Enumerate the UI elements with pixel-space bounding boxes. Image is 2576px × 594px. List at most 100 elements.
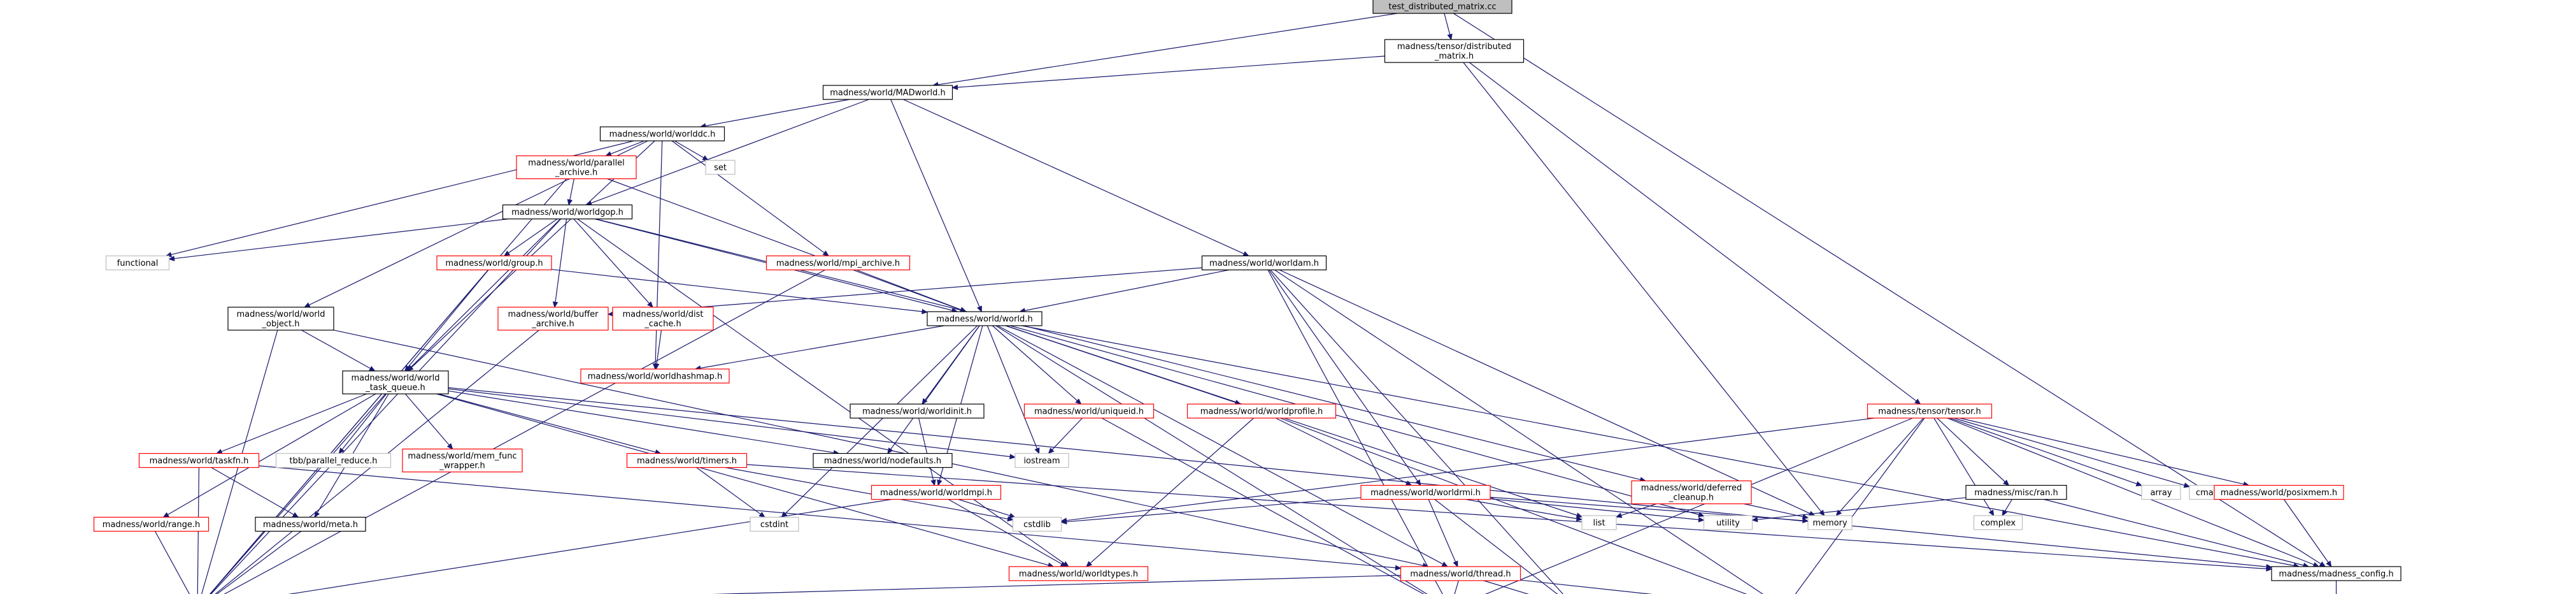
node-box	[871, 484, 1002, 500]
node-wmpi[interactable]: madness/world/worldmpi.h	[871, 484, 1002, 500]
node-mpia[interactable]: madness/world/mpi_archive.h	[765, 255, 911, 271]
node-winit[interactable]: madness/world/worldinit.h	[850, 403, 985, 419]
edge-root-to-tdm	[1444, 13, 1453, 41]
node-label: list	[1593, 519, 1605, 528]
edge-line	[1947, 417, 2314, 565]
node-mcfg[interactable]: madness/madness_config.h	[2271, 566, 2402, 581]
edge-wtq-to-typetr	[210, 393, 386, 594]
node-world[interactable]: madness/world/world.h	[927, 311, 1042, 326]
edge-line	[197, 467, 199, 594]
node-label: madness/world/parallel	[528, 159, 625, 168]
arrow-head	[1009, 512, 1016, 518]
node-label: madness/world/taskfn.h	[150, 456, 249, 466]
edge-line	[569, 178, 574, 200]
edge-line	[1490, 496, 1804, 521]
node-label: complex	[1981, 519, 2016, 528]
edge-line	[705, 99, 850, 127]
node-set[interactable]: set	[705, 159, 736, 175]
edge-wdc-to-par	[605, 140, 644, 157]
node-wprof[interactable]: madness/world/worldprofile.h	[1186, 403, 1337, 419]
edge-line	[856, 269, 962, 310]
node-complex[interactable]: complex	[1973, 515, 2023, 530]
node-nodef[interactable]: madness/world/nodefaults.h	[813, 453, 953, 468]
node-thread[interactable]: madness/world/thread.h	[1400, 566, 1521, 581]
node-memory[interactable]: memory	[1807, 515, 1853, 530]
node-memf[interactable]: madness/world/mem_func_wrapper.h	[402, 448, 523, 473]
node-uid[interactable]: madness/world/uniqueid.h	[1023, 403, 1155, 419]
node-ran[interactable]: madness/misc/ran.h	[1965, 484, 2067, 500]
node-label: madness/world/worldam.h	[1209, 259, 1319, 268]
node-wtypes[interactable]: madness/world/worldtypes.h	[1008, 566, 1149, 581]
node-label: madness/world/timers.h	[637, 456, 737, 466]
node-posix[interactable]: madness/world/posixmem.h	[2214, 484, 2344, 500]
node-box	[1581, 515, 1617, 530]
node-box	[2141, 484, 2181, 500]
arrow-head	[930, 479, 936, 486]
node-defer[interactable]: madness/world/deferred_cleanup.h	[1631, 480, 1752, 505]
node-buf[interactable]: madness/world/buffer_archive.h	[497, 307, 609, 331]
node-timers[interactable]: madness/world/timers.h	[626, 453, 748, 468]
arrow-head	[369, 366, 376, 372]
edge-line	[948, 498, 1062, 565]
arrow-head	[1802, 514, 1809, 519]
edge-line	[436, 393, 1049, 566]
node-root[interactable]: test_distributed_matrix.cc	[1372, 0, 1512, 14]
node-label: madness/world/MADworld.h	[830, 89, 946, 98]
node-wgop[interactable]: madness/world/worldgop.h	[502, 204, 633, 220]
arrow-head	[1060, 519, 1067, 525]
node-list[interactable]: list	[1581, 515, 1617, 530]
node-wrmi[interactable]: madness/world/worldrmi.h	[1360, 484, 1491, 500]
arrow-head	[314, 511, 320, 518]
edge-line	[918, 417, 934, 481]
node-wam[interactable]: madness/world/worldam.h	[1201, 255, 1327, 271]
arrow-head	[1453, 560, 1458, 568]
node-box	[1400, 566, 1521, 581]
node-taskfn[interactable]: madness/world/taskfn.h	[138, 453, 260, 468]
edge-line	[2004, 499, 2012, 512]
node-iostream[interactable]: iostream	[1014, 453, 1069, 468]
edge-line	[410, 219, 561, 368]
node-whm[interactable]: madness/world/worldhashmap.h	[580, 368, 730, 384]
edge-tdm-to-tensor	[1469, 62, 1921, 405]
node-range[interactable]: madness/world/range.h	[93, 516, 210, 532]
edge-line	[903, 99, 1244, 254]
arrow-head	[1395, 565, 1402, 571]
node-tbb[interactable]: tbb/parallel_reduce.h	[275, 453, 392, 468]
node-mw[interactable]: madness/world/MADworld.h	[822, 85, 953, 100]
edge-line	[333, 330, 1423, 566]
node-dist[interactable]: madness/world/dist_cache.h	[612, 307, 714, 331]
node-box	[822, 85, 953, 100]
node-tdm[interactable]: madness/tensor/distributed_matrix.h	[1384, 39, 1525, 63]
node-wdc[interactable]: madness/world/worlddc.h	[599, 126, 725, 141]
node-box	[105, 255, 170, 271]
node-wobj[interactable]: madness/world/world_object.h	[227, 307, 334, 331]
node-par[interactable]: madness/world/parallel_archive.h	[516, 155, 637, 180]
edge-line	[712, 575, 1401, 594]
node-meta[interactable]: madness/world/meta.h	[255, 516, 366, 532]
node-cstdlib[interactable]: cstdlib	[1012, 516, 1062, 532]
node-label: madness/tensor/distributed	[1397, 42, 1511, 52]
node-array[interactable]: array	[2141, 484, 2181, 500]
node-wtq[interactable]: madness/world/world_task_queue.h	[342, 370, 449, 395]
arrow-head	[2312, 561, 2320, 567]
node-tensor[interactable]: madness/tensor/tensor.h	[1867, 403, 1993, 419]
edge-line	[1006, 325, 1577, 516]
node-utility[interactable]: utility	[1703, 515, 1753, 530]
node-label: madness/world/group.h	[445, 259, 543, 268]
edge-wdc-to-mpia	[671, 140, 830, 257]
node-box	[1201, 255, 1327, 271]
edge-line	[958, 498, 1011, 516]
node-label: madness/world/uniqueid.h	[1034, 407, 1144, 417]
edge-meta-to-typetr	[216, 531, 302, 594]
node-box	[402, 448, 523, 473]
node-cstdint[interactable]: cstdint	[750, 516, 799, 532]
edge-mw-to-wgop	[585, 99, 869, 206]
edge-tensor-to-vector	[1795, 417, 1925, 594]
node-grp[interactable]: madness/world/group.h	[436, 255, 552, 271]
node-box	[1703, 515, 1753, 530]
arrow-head	[446, 443, 453, 450]
edge-par-to-world	[607, 178, 967, 313]
node-func[interactable]: functional	[105, 255, 170, 271]
edge-line	[1490, 498, 1699, 520]
edge-world-to-whm	[694, 325, 944, 371]
